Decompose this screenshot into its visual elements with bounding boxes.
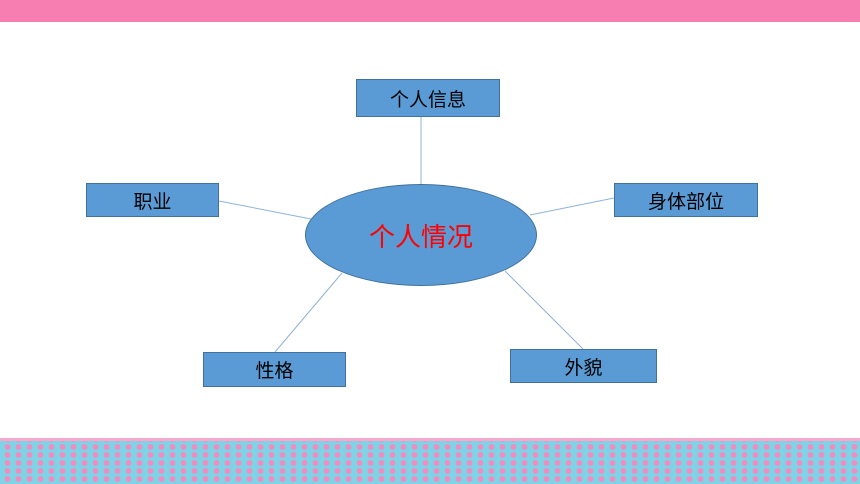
node-personal-info-label: 个人信息 — [389, 88, 466, 111]
node-appearance: 外貌 — [510, 349, 657, 383]
node-occupation-label: 职业 — [133, 190, 172, 213]
connector-occupation — [218, 200, 312, 220]
node-personality-label: 性格 — [255, 360, 294, 382]
node-personality: 性格 — [203, 352, 346, 387]
node-appearance-label: 外貌 — [564, 356, 603, 379]
connector-personality — [274, 272, 343, 353]
central-topic-ellipse: 个人情况 — [305, 184, 537, 286]
central-topic-label: 个人情况 — [368, 222, 473, 253]
node-personal-info: 个人信息 — [356, 79, 500, 117]
connector-body-parts — [529, 197, 615, 216]
connector-appearance — [504, 270, 584, 350]
bottom-polka-dot-band — [0, 438, 860, 484]
node-body-parts-label: 身体部位 — [647, 190, 724, 213]
top-decorative-bar — [0, 0, 860, 22]
node-occupation: 职业 — [86, 183, 219, 217]
node-body-parts: 身体部位 — [614, 183, 758, 217]
